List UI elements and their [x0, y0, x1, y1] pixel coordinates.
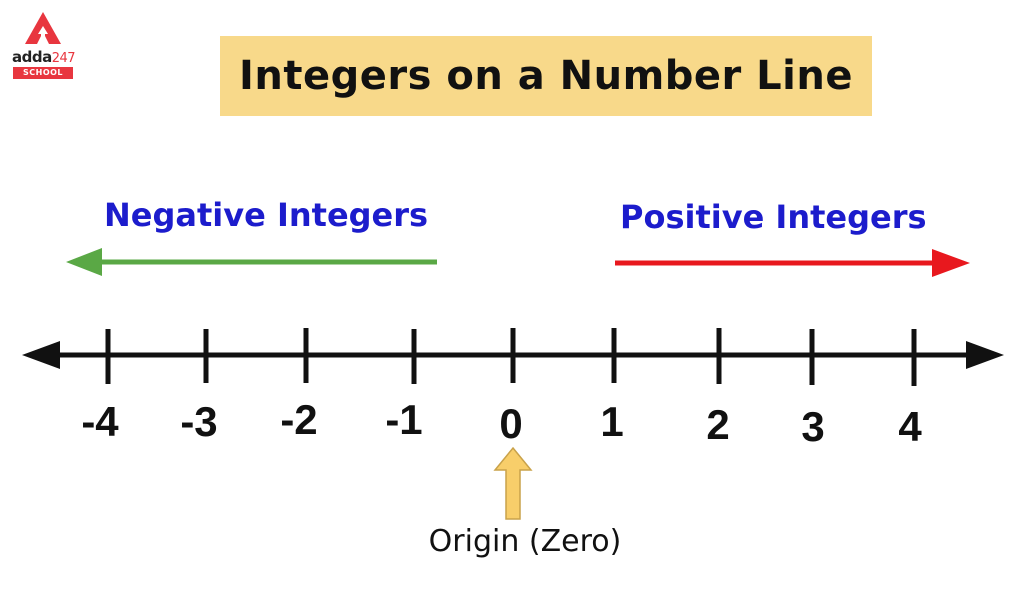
tick-label: 3 [801, 403, 825, 450]
positive-direction-arrow-icon [615, 249, 970, 277]
adda247-logo: adda247 SCHOOL [10, 10, 76, 82]
adda-triangle-icon [25, 12, 61, 44]
logo-brand: adda [12, 48, 52, 66]
tick-label: 1 [600, 398, 624, 445]
tick-label: -2 [280, 396, 318, 443]
right-arrowhead-icon [966, 341, 1004, 369]
tick-label: -3 [180, 398, 218, 445]
number-line-ticks [105, 328, 917, 386]
tick-label: 0 [499, 400, 523, 447]
logo-school-badge: SCHOOL [13, 67, 73, 79]
logo-number: 247 [51, 51, 76, 66]
tick-label: -1 [385, 396, 423, 443]
left-arrowhead-icon [22, 341, 60, 369]
positive-integers-label: Positive Integers [620, 198, 927, 236]
page-title: Integers on a Number Line [239, 53, 853, 99]
tick-label: 4 [898, 403, 922, 450]
logo-wordmark: adda247 [12, 48, 76, 66]
title-banner: Integers on a Number Line [220, 36, 872, 116]
origin-label: Origin (Zero) [428, 524, 622, 559]
negative-direction-arrow-icon [66, 248, 437, 276]
negative-integers-label: Negative Integers [104, 196, 429, 234]
tick-label: 2 [706, 401, 730, 448]
origin-pointer-arrow-icon [493, 446, 533, 520]
tick-label: -4 [81, 398, 119, 445]
